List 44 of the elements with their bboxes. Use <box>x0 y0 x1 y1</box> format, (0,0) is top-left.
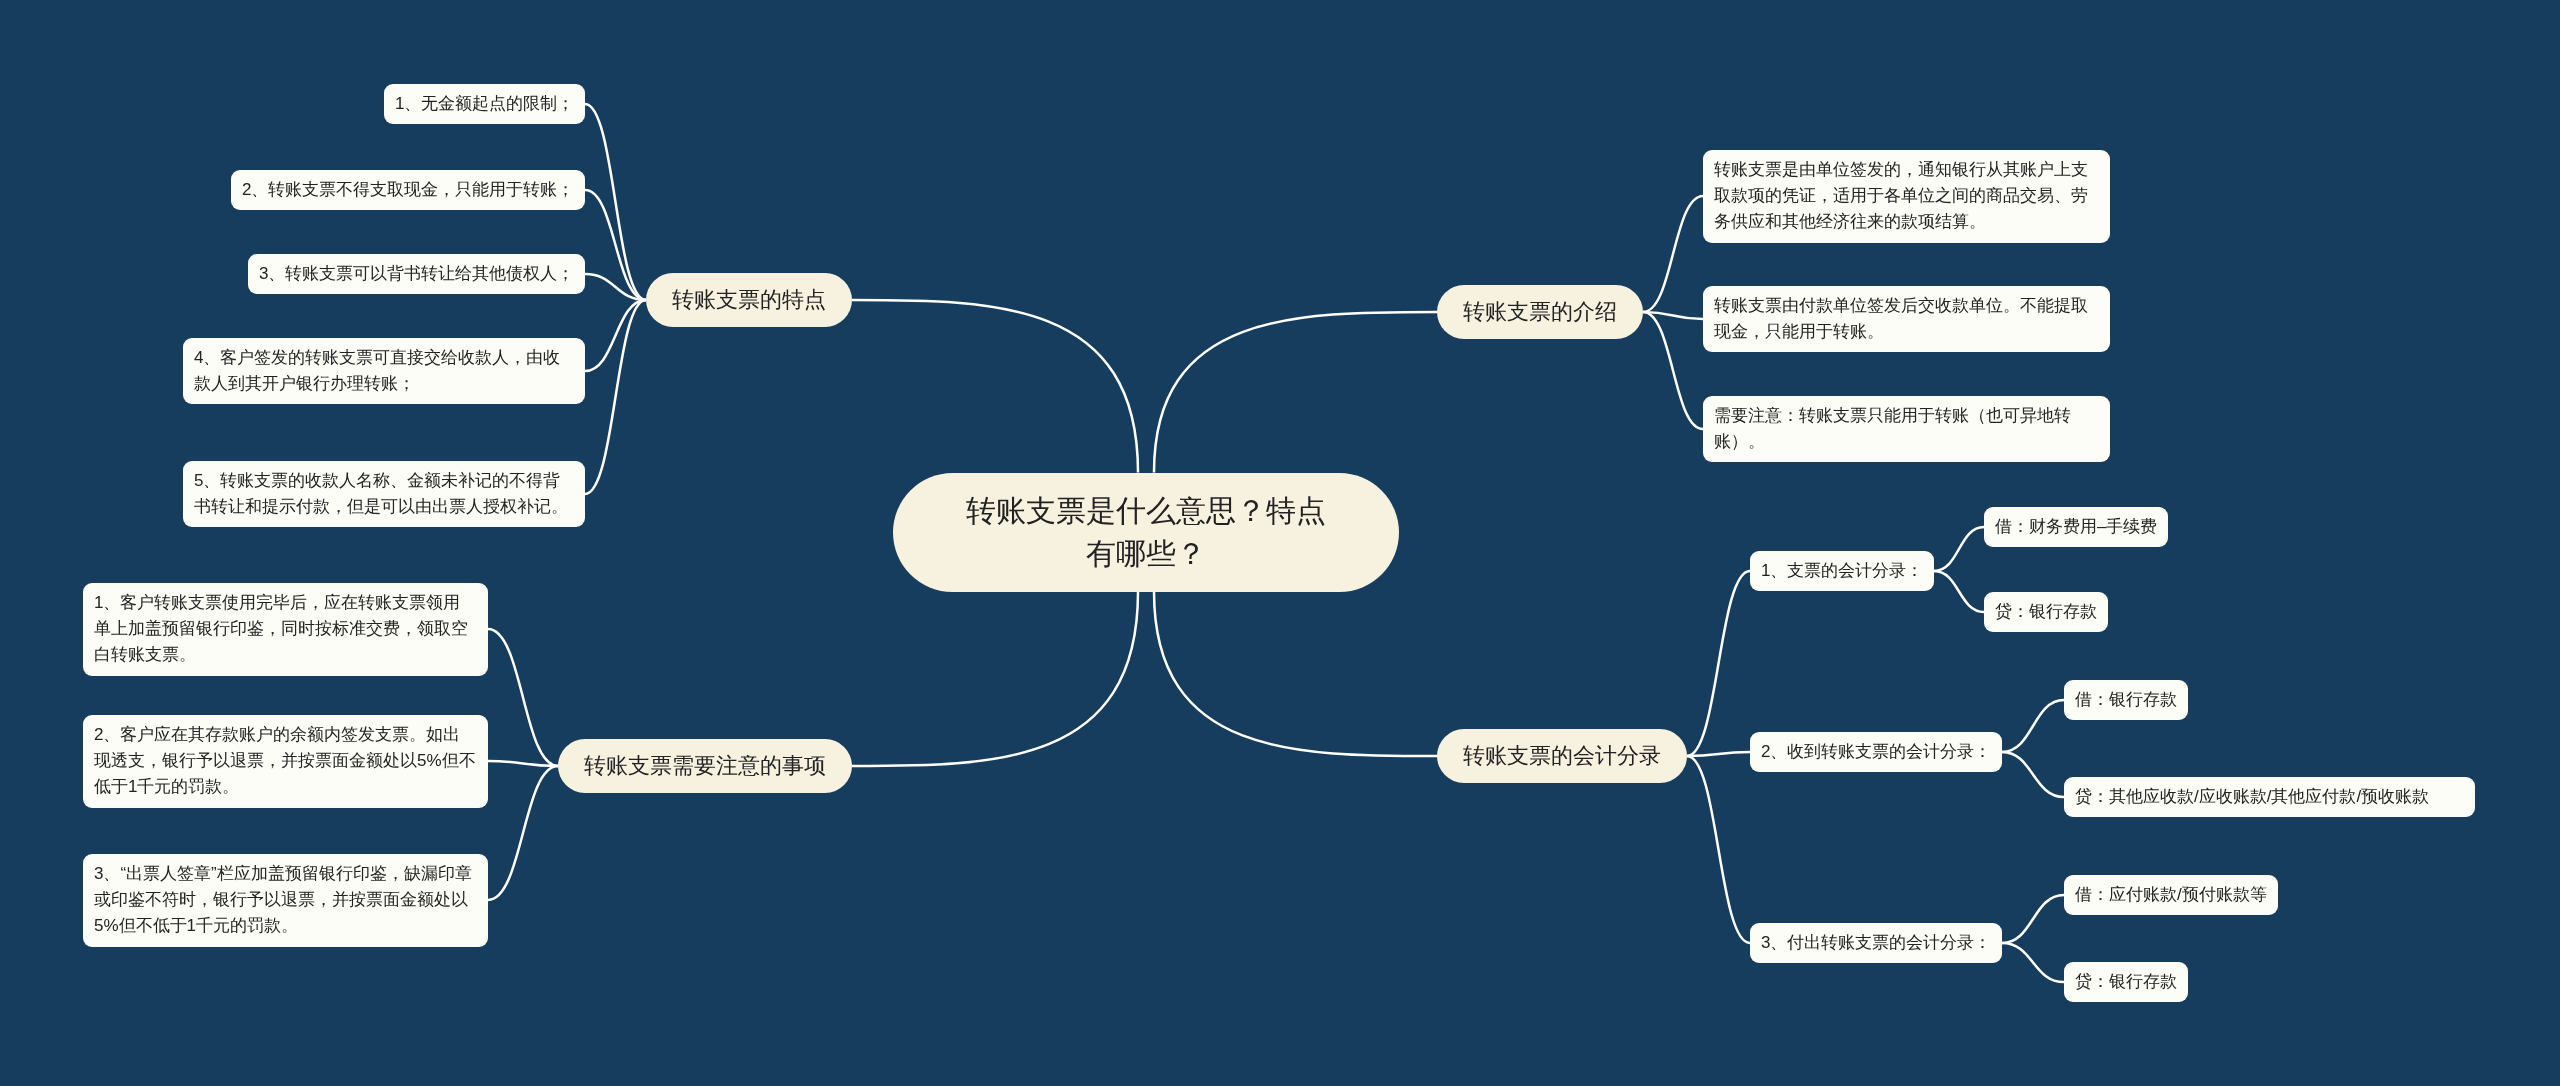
text-box: 3、付出转账支票的会计分录： <box>1750 923 2003 964</box>
text-box: 转账支票是由单位签发的，通知银行从其账户上支取款项的凭证，适用于各单位之间的商品交易、劳务供应和其他经济往来的款项结算。 <box>1703 149 2110 243</box>
text-box: 1、客户转账支票使用完毕后，应在转账支票领用单上加盖预留银行印鉴，同时按标准交费，领取空白转账支票。 <box>83 582 488 676</box>
connector-line <box>2001 941 2065 984</box>
connector-line <box>487 627 559 768</box>
connector-line <box>1686 569 1751 758</box>
connector-line <box>852 298 1140 473</box>
text-box: 贷：银行存款 <box>1984 592 2108 633</box>
topic-box: 转账支票的特点 <box>646 272 852 328</box>
connector-line <box>1933 525 1985 573</box>
text-box: 5、转账支票的收款人名称、金额未补记的不得背书转让和提示付款，但是可以由出票人授权补记。 <box>183 460 585 528</box>
text-box: 2、收到转账支票的会计分录： <box>1750 732 2003 773</box>
text-box: 4、客户签发的转账支票可直接交给收款人，由收款人到其开户银行办理转账； <box>183 337 585 405</box>
topic-box: 转账支票需要注意的事项 <box>558 738 852 794</box>
text-box: 2、转账支票不得支取现金，只能用于转账； <box>231 170 586 211</box>
text-box: 1、支票的会计分录： <box>1750 551 1935 592</box>
text-box: 3、“出票人签章”栏应加盖预留银行印鉴，缺漏印章或印鉴不符时，银行予以退票，并按票面金额处以5%但不低于1千元的罚款。 <box>83 853 488 947</box>
connector-line <box>584 188 647 302</box>
connector-line <box>1686 754 1751 945</box>
text-box: 贷：其他应收款/应收账款/其他应付款/预收账款 <box>2064 777 2475 818</box>
connector-line <box>2001 750 2065 799</box>
text-box: 转账支票由付款单位签发后交收款单位。不能提取现金，只能用于转账。 <box>1703 285 2110 353</box>
topic-box: 转账支票的会计分录 <box>1437 728 1687 784</box>
connector-line <box>1152 310 1437 473</box>
connector-line <box>1152 591 1437 758</box>
text-box: 贷：银行存款 <box>2064 962 2188 1003</box>
text-box: 2、客户应在其存款账户的余额内签发支票。如出现透支，银行予以退票，并按票面金额处以5%但不低于1千元的罚款。 <box>83 714 488 808</box>
text-box: 3、转账支票可以背书转让给其他债权人； <box>248 254 586 295</box>
connector-line <box>1642 194 1704 314</box>
text-box: 借：财务费用–手续费 <box>1984 507 2169 548</box>
connector-line <box>2001 698 2065 754</box>
connector-line <box>584 298 647 496</box>
connector-line <box>1933 569 1985 614</box>
connector-line <box>584 102 647 302</box>
text-box: 1、无金额起点的限制； <box>384 84 586 125</box>
connector-line <box>1642 310 1704 431</box>
central-topic: 转账支票是什么意思？特点有哪些？ <box>893 472 1399 592</box>
topic-box: 转账支票的介绍 <box>1437 284 1643 340</box>
text-box: 需要注意：转账支票只能用于转账（也可异地转账）。 <box>1703 395 2110 463</box>
text-box: 借：应付账款/预付账款等 <box>2064 875 2278 916</box>
text-box: 借：银行存款 <box>2064 680 2188 721</box>
connector-line <box>1687 750 1750 758</box>
connector-line <box>852 591 1140 768</box>
connector-line <box>487 764 559 902</box>
